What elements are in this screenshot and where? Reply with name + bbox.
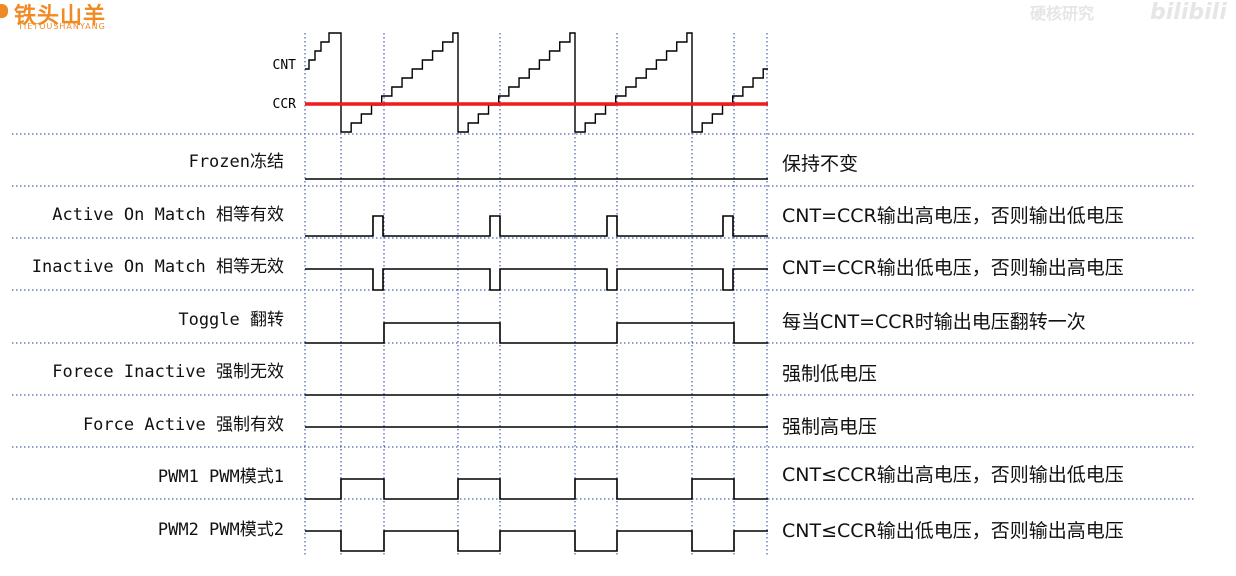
- row-description: CNT≤CCR输出低电压，否则输出高电压: [782, 520, 1124, 542]
- cnt-axis-label: CNT: [273, 58, 297, 73]
- logo-mark-icon: [0, 4, 8, 18]
- row-label: Forece Inactive 强制无效: [52, 362, 284, 382]
- row-description: 保持不变: [782, 153, 858, 175]
- row-description: CNT≤CCR输出高电压，否则输出低电压: [782, 464, 1124, 486]
- toggle-waveform: [305, 322, 768, 344]
- cnt-waveform: [305, 32, 768, 133]
- waveforms: [305, 32, 768, 552]
- watermark-title: 硬核研究: [1030, 4, 1095, 23]
- inactive-on-match-waveform: [305, 268, 768, 291]
- row-label: PWM1 PWM模式1: [158, 467, 284, 487]
- row-description: CNT=CCR输出高电压，否则输出低电压: [782, 205, 1124, 227]
- row-description: 每当CNT=CCR时输出电压翻转一次: [782, 311, 1086, 333]
- pwm1-waveform: [305, 478, 768, 500]
- row-label: Inactive On Match 相等无效: [32, 257, 284, 277]
- row-label: PWM2 PWM模式2: [158, 520, 284, 540]
- watermark-brand: bilibili: [1150, 0, 1227, 25]
- row-description: 强制低电压: [782, 363, 877, 385]
- row-label: Frozen冻结: [189, 152, 284, 172]
- logo-subtitle: TIETOUSHANYANG: [18, 22, 106, 31]
- ccr-axis-label: CCR: [273, 97, 297, 112]
- row-description: CNT=CCR输出低电压，否则输出高电压: [782, 257, 1124, 279]
- logo-name: 铁头山羊: [14, 4, 107, 29]
- row-label: Active On Match 相等有效: [52, 205, 284, 225]
- active-on-match-waveform: [305, 215, 768, 237]
- grid-lines: [12, 33, 1196, 555]
- row-description: 强制高电压: [782, 416, 877, 438]
- labels: CNT CCR Frozen冻结 保持不变 Active On Match 相等有效…: [32, 58, 1124, 542]
- row-label: Toggle 翻转: [178, 310, 284, 330]
- pwm2-waveform: [305, 530, 768, 552]
- row-label: Force Active 强制有效: [83, 415, 284, 435]
